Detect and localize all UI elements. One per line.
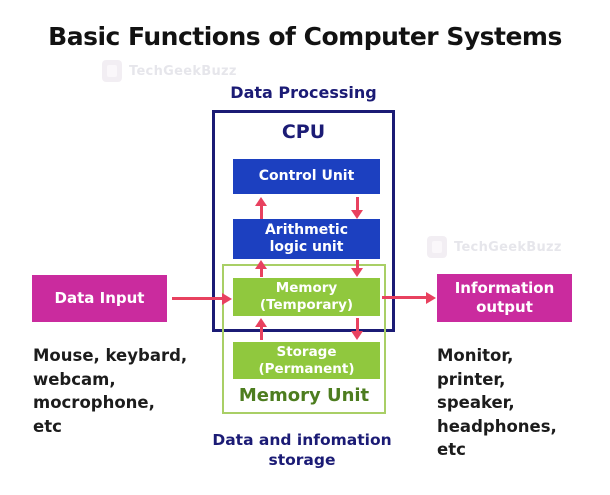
watermark-top: TechGeekBuzz	[102, 60, 237, 82]
arrow-alu-to-control-unit	[255, 197, 267, 219]
data-processing-label: Data Processing	[230, 83, 377, 102]
data-storage-caption: Data and infomation storage	[212, 431, 392, 469]
cpu-label: CPU	[281, 121, 326, 143]
watermark-logo-icon	[102, 60, 122, 82]
information-output-box: Information output	[437, 274, 572, 322]
memory-unit-box	[222, 264, 386, 414]
memory-unit-label: Memory Unit	[238, 385, 370, 406]
arrow-memory-to-alu	[255, 260, 267, 277]
watermark-right: TechGeekBuzz	[427, 236, 562, 258]
arrow-control-unit-to-alu	[351, 197, 363, 219]
memory-temporary-box: Memory (Temporary)	[233, 278, 380, 316]
arrow-input-to-memory	[172, 292, 232, 305]
arrow-memory-to-output	[382, 291, 436, 304]
page-title: Basic Functions of Computer Systems	[48, 22, 562, 51]
watermark-text: TechGeekBuzz	[454, 239, 562, 255]
watermark-logo-icon	[427, 236, 447, 258]
control-unit-box: Control Unit	[233, 159, 380, 194]
arrow-alu-to-memory	[351, 260, 363, 277]
output-devices-list: Monitor, printer, speaker, headphones, e…	[437, 346, 557, 459]
arrow-memory-to-storage	[351, 318, 363, 340]
arrow-storage-to-memory	[255, 318, 267, 340]
watermark-text: TechGeekBuzz	[129, 63, 237, 79]
arithmetic-logic-unit-box: Arithmetic logic unit	[233, 219, 380, 259]
data-input-box: Data Input	[32, 275, 167, 322]
input-devices-list: Mouse, keybard, webcam, mocrophone, etc	[33, 346, 188, 436]
cpu-box	[212, 110, 395, 332]
storage-permanent-box: Storage (Permanent)	[233, 342, 380, 379]
